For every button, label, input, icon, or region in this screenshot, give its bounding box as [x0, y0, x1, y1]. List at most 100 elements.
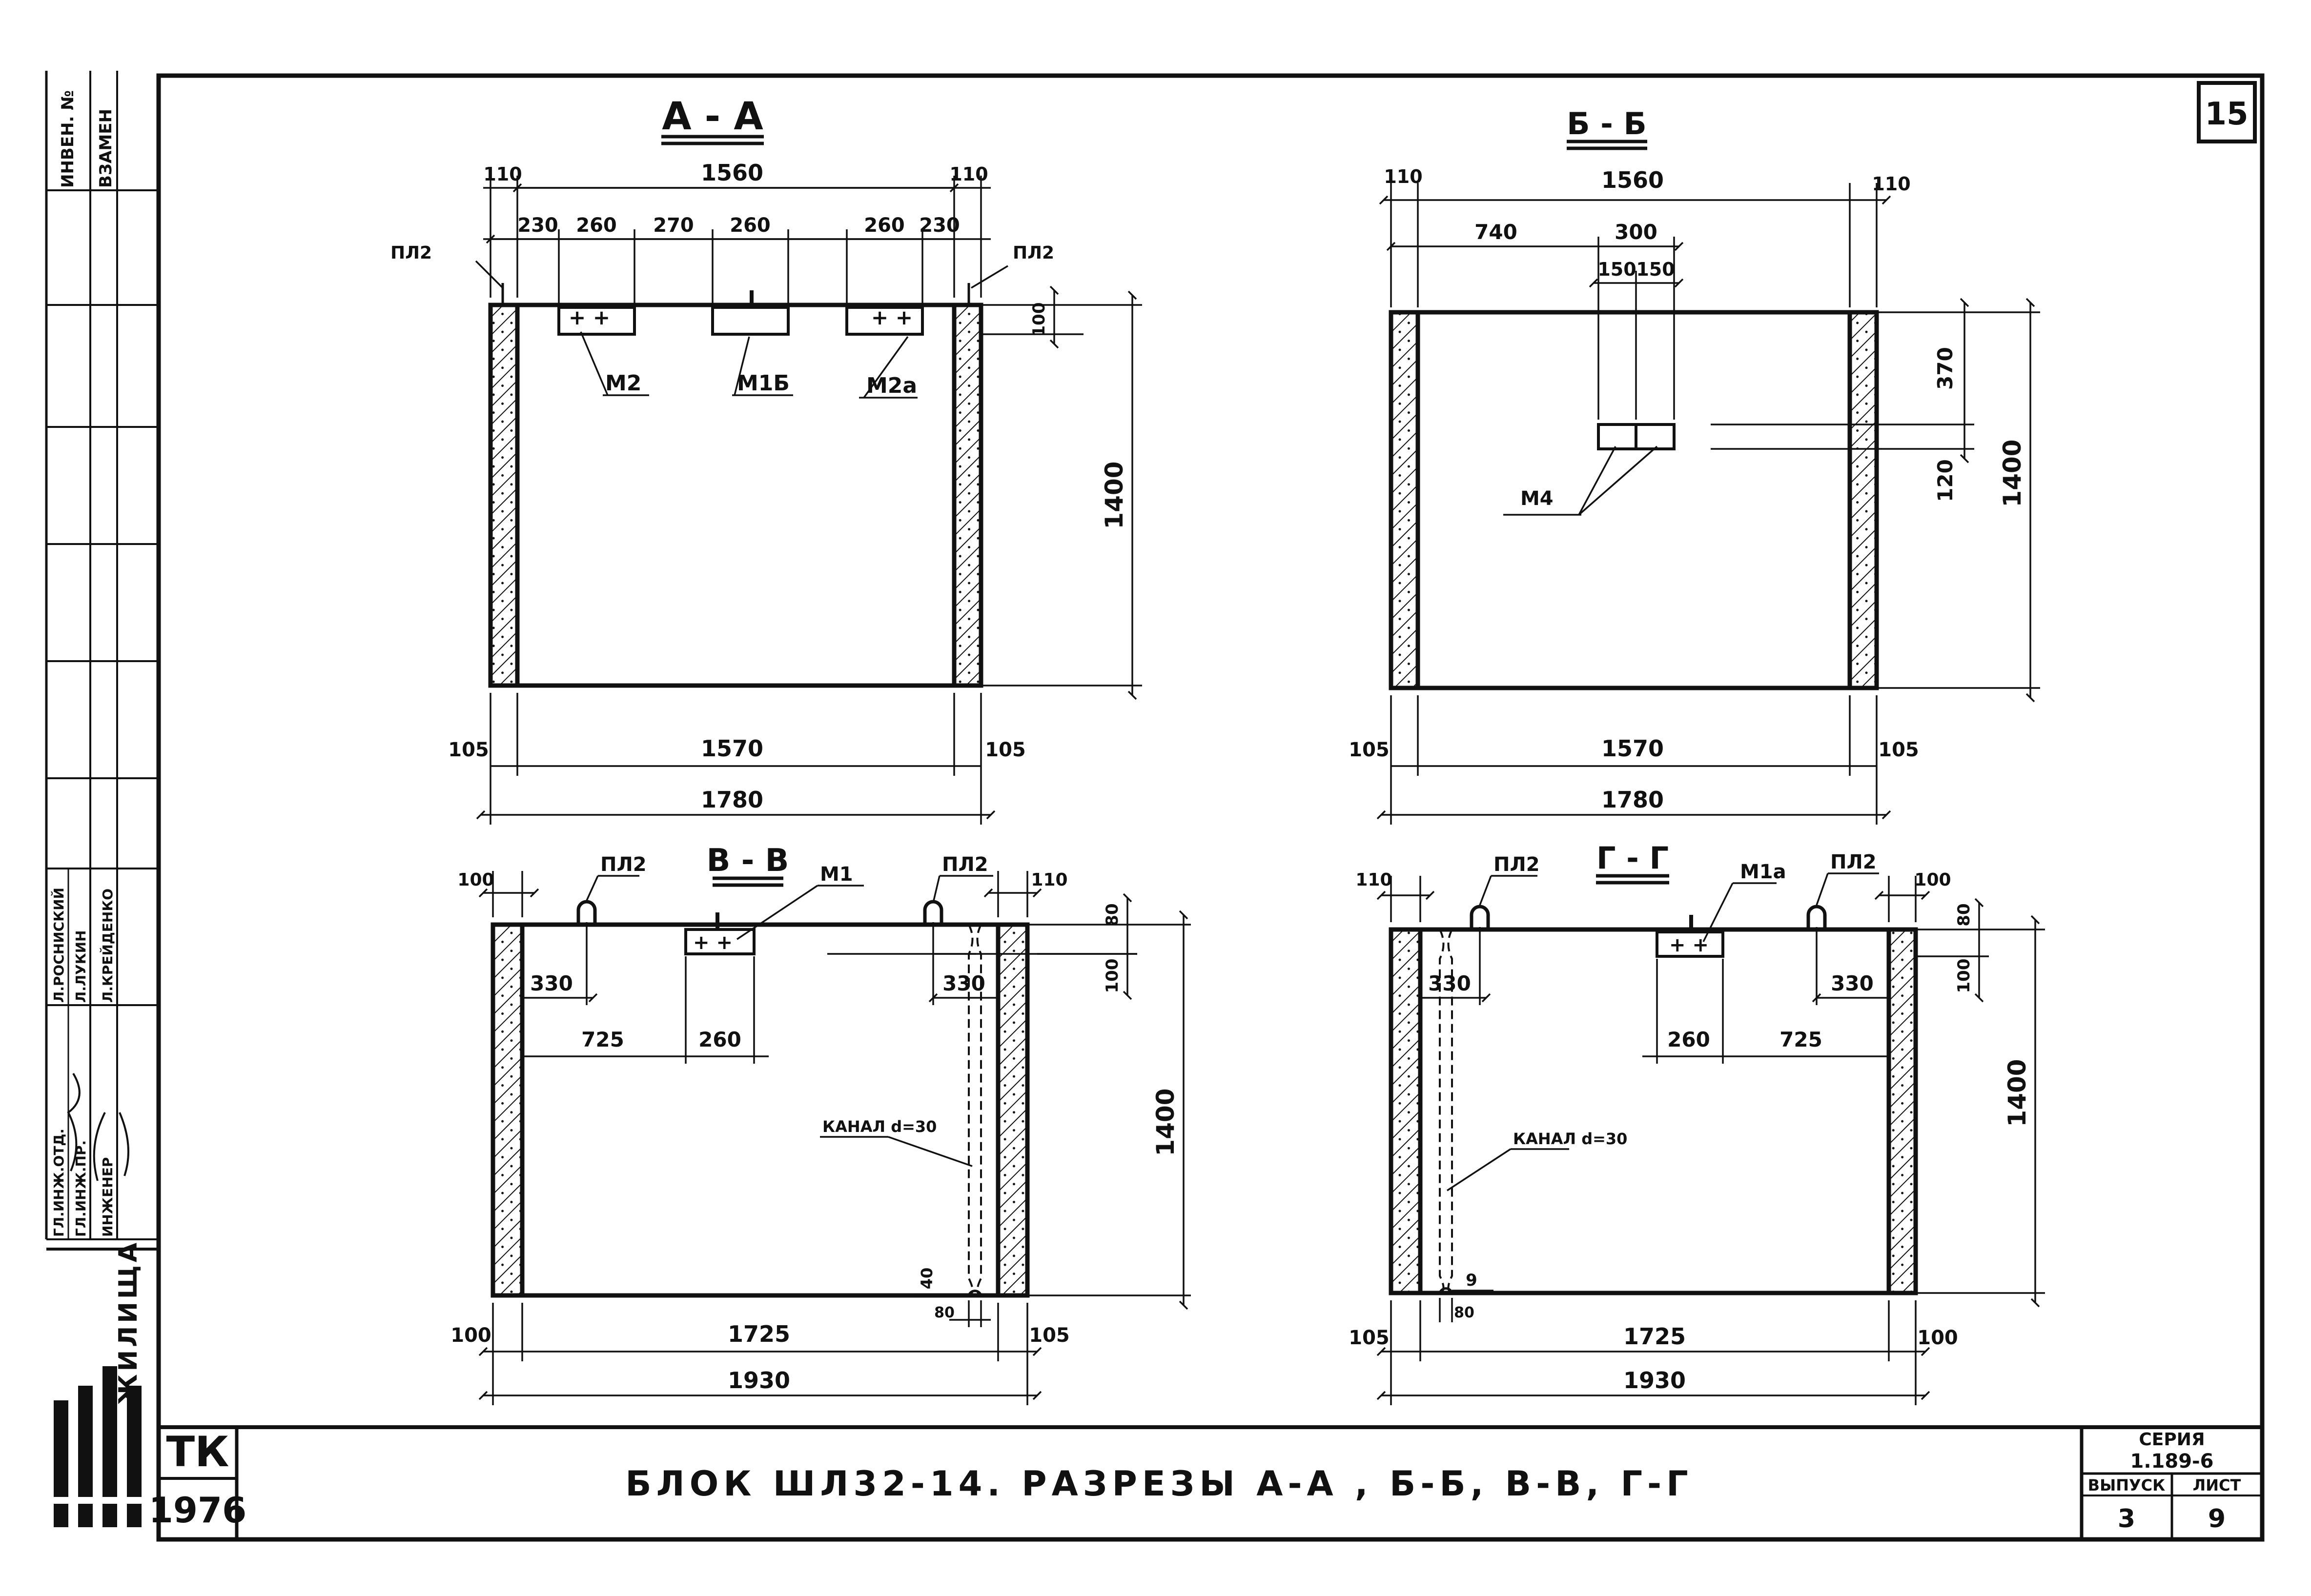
bb-dim-half2: 150: [1636, 259, 1675, 280]
aa-dim-s3: 270: [653, 214, 694, 237]
aa-dim-right-wall: 110: [949, 163, 988, 185]
gg-dim-bottom-left: 105: [1349, 1327, 1390, 1349]
page-number: 15: [2205, 96, 2248, 132]
side-stamp: [45, 71, 159, 1527]
stamp-name-2: Л.ЛУКИН: [73, 930, 89, 1003]
sheet-title: БЛОК ШЛ32-14. РАЗРЕЗЫ А-А , Б-Б, В-В, Г-…: [625, 1464, 1693, 1504]
bb-dim-s1: 740: [1474, 220, 1517, 244]
gg-title: Г - Г: [1596, 840, 1669, 876]
gg-label-m1a: М1а: [1740, 861, 1786, 883]
vv-label-pl-left: ПЛ2: [600, 853, 647, 876]
vv-dim-260: 260: [698, 1028, 741, 1051]
issue-value: 3: [2118, 1504, 2135, 1534]
series-label: СЕРИЯ: [2139, 1430, 2205, 1450]
year: 1976: [149, 1490, 246, 1531]
stamp-name-1: Л.РОСНИСКИЙ: [50, 888, 67, 1003]
stamp-replace-label: ВЗАМЕН: [96, 109, 116, 188]
aa-title: А - А: [662, 95, 763, 139]
section-vv: + +: [478, 871, 1191, 1405]
aa-dim-height: 1400: [1100, 461, 1128, 529]
section-gg: + +: [1376, 872, 2045, 1405]
sheet-frame: [156, 73, 2265, 1542]
bb-dim-bottom-left: 105: [1349, 739, 1390, 761]
stamp-inv-label: ИНВЕН. №: [58, 90, 78, 188]
vv-label-m1: М1: [820, 863, 853, 886]
vv-dim-330b: 330: [942, 971, 985, 995]
stamp-signatures: [67, 1072, 129, 1181]
vv-dim-725: 725: [581, 1028, 624, 1051]
gg-dim-overall: 1930: [1623, 1367, 1686, 1394]
section-aa: + + + +: [475, 135, 1142, 825]
vv-dim-small80: 80: [934, 1304, 955, 1321]
bb-dim-right-wall: 110: [1872, 173, 1910, 195]
vv-dim-v80: 80: [1103, 903, 1122, 926]
aa-label-m-right: М2а: [866, 373, 917, 398]
aa-dim-s2: 260: [576, 214, 617, 237]
aa-label-m-left: М2: [605, 371, 641, 396]
gg-label-channel: КАНАЛ d=30: [1513, 1130, 1627, 1148]
bb-dim-s2: 300: [1615, 220, 1657, 244]
gg-dim-260: 260: [1667, 1028, 1710, 1051]
gg-dim-v80: 80: [1954, 903, 1974, 926]
series-value: 1.189-6: [2130, 1450, 2214, 1473]
bb-dim-bottom-mid: 1570: [1601, 735, 1664, 762]
gg-label-pl-left: ПЛ2: [1493, 853, 1540, 876]
gg-dim-small80: 80: [1454, 1304, 1474, 1321]
issue-label: ВЫПУСК: [2088, 1476, 2166, 1495]
section-bb: [1376, 140, 2040, 825]
gg-dim-330b: 330: [1831, 971, 1874, 995]
company-code: ТК: [166, 1428, 229, 1476]
vv-dim-height: 1400: [1151, 1088, 1180, 1156]
aa-dim-inner: 1560: [701, 160, 763, 186]
vv-dim-bottom-left: 100: [450, 1324, 491, 1347]
sheet-label: ЛИСТ: [2193, 1476, 2241, 1495]
vv-dim-bottom-right: 105: [1029, 1324, 1070, 1347]
gg-dim-v100: 100: [1954, 959, 1974, 993]
vv-dim-right-wall: 110: [1031, 870, 1067, 890]
gg-dim-right-wall: 100: [1914, 870, 1951, 890]
stamp-zhilishcha: ЖИЛИЩА: [114, 1240, 143, 1405]
vv-dim-v100: 100: [1103, 959, 1122, 993]
gg-dim-330a: 330: [1428, 971, 1471, 995]
bb-dim-bottom-right: 105: [1878, 739, 1919, 761]
aa-dim-s6: 230: [919, 214, 960, 237]
gg-dim-725: 725: [1779, 1028, 1822, 1051]
aa-dim-bottom-left: 105: [448, 739, 489, 761]
stamp-role-3: ИНЖЕНЕР: [100, 1157, 116, 1237]
bb-dim-height: 1400: [1998, 439, 2026, 507]
aa-label-pl-left: ПЛ2: [390, 243, 432, 263]
vv-dim-small40: 40: [918, 1268, 936, 1290]
svg-text:+ +: + +: [1669, 934, 1709, 956]
aa-label-pl-right: ПЛ2: [1013, 243, 1054, 263]
bb-dim-left-wall: 110: [1384, 166, 1422, 187]
aa-dim-s1: 230: [517, 214, 558, 237]
gg-dim-left-wall: 110: [1355, 870, 1392, 890]
bb-dim-half1: 150: [1597, 259, 1636, 280]
gg-dim-bottom-right: 100: [1917, 1327, 1958, 1349]
aa-label-m-mid: М1Б: [737, 371, 790, 396]
vv-dim-330a: 330: [530, 971, 573, 995]
vv-title: В - В: [707, 843, 789, 879]
vv-label-channel: КАНАЛ d=30: [822, 1117, 937, 1136]
svg-text:+ +: + +: [871, 305, 913, 329]
bb-dim-v1: 370: [1933, 347, 1957, 390]
bb-title: Б - Б: [1567, 106, 1646, 141]
svg-text:+ +: + +: [693, 931, 733, 954]
bb-dim-v2: 120: [1933, 459, 1957, 502]
gg-dim-bottom-mid: 1725: [1623, 1323, 1686, 1350]
bb-dim-overall: 1780: [1601, 787, 1664, 813]
aa-dim-overall: 1780: [701, 787, 763, 813]
aa-dim-top-offset: 100: [1029, 303, 1049, 337]
vv-dim-bottom-mid: 1725: [728, 1321, 790, 1347]
sheet-value: 9: [2208, 1504, 2226, 1534]
stamp-role-1: ГЛ.ИНЖ.ОТД.: [51, 1129, 67, 1237]
vv-dim-left-wall: 100: [457, 870, 494, 890]
bb-label-m4: М4: [1520, 487, 1554, 510]
aa-dim-left-wall: 110: [483, 163, 522, 185]
gg-dim-height: 1400: [2003, 1059, 2031, 1127]
aa-dim-bottom-mid: 1570: [701, 735, 763, 762]
gg-label-pl-right: ПЛ2: [1830, 851, 1877, 873]
aa-dim-s5: 260: [864, 214, 905, 237]
gg-dim-small9: 9: [1466, 1271, 1477, 1290]
